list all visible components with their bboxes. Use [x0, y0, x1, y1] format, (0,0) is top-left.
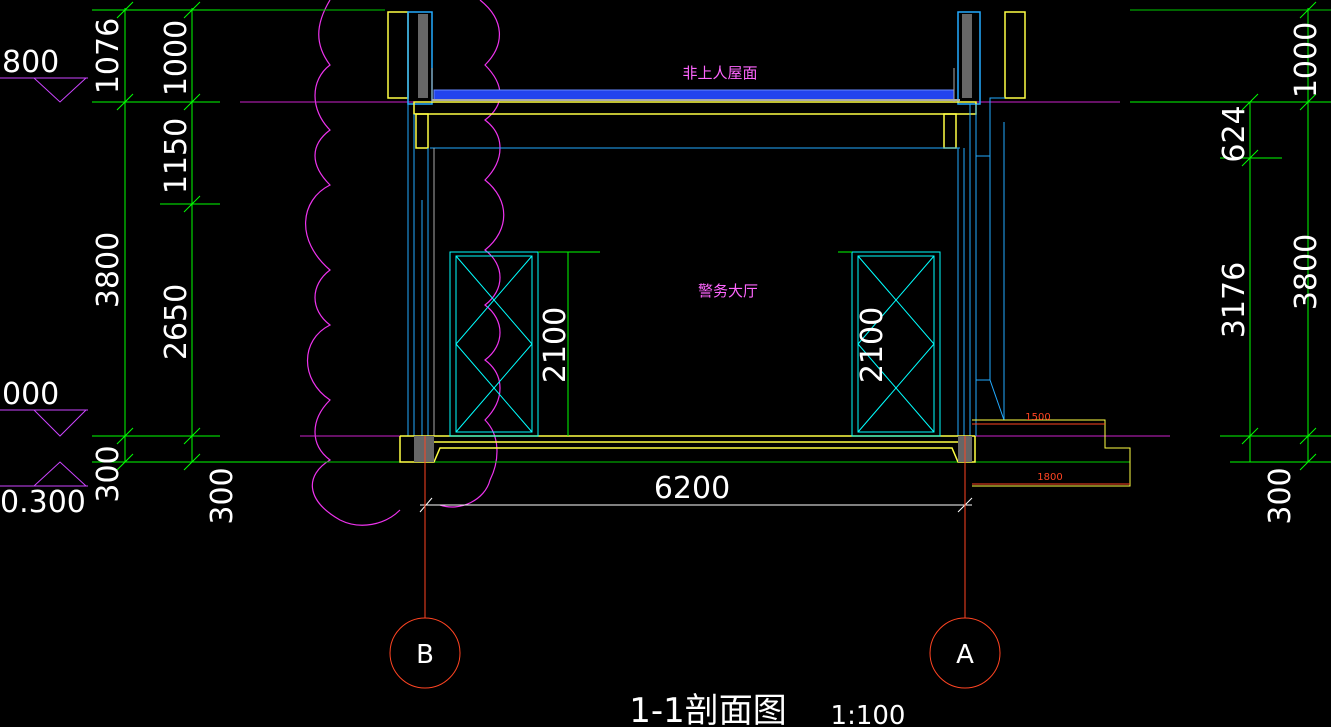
grid-axis-b: B [416, 640, 434, 670]
door-height-left: 2100 [538, 307, 573, 383]
left-dim-2650: 2650 [159, 284, 194, 360]
elevation-800: 800 [2, 45, 59, 80]
left-elevation-marks [0, 77, 88, 487]
right-dim-1000: 1000 [1289, 22, 1324, 98]
right-dim-300: 300 [1263, 467, 1298, 524]
bottom-dim-6200: 6200 [654, 471, 730, 506]
grid-axis-a: A [956, 640, 974, 670]
door-left [449, 251, 539, 437]
drawing-scale: 1:100 [831, 701, 906, 727]
left-dim-300-outer: 300 [91, 445, 126, 502]
left-dimension-chains [92, 1, 310, 471]
left-dim-3800: 3800 [91, 232, 126, 308]
grid-axis-lines [389, 436, 1001, 689]
step-dim-lines [972, 423, 1130, 485]
door-right [851, 251, 941, 437]
door-height-dims [538, 251, 852, 436]
building-section [387, 11, 1131, 487]
right-dim-3800: 3800 [1289, 234, 1324, 310]
left-dim-1000: 1000 [159, 20, 194, 96]
right-dim-624: 624 [1217, 105, 1252, 162]
hall-label: 警务大厅 [698, 282, 758, 300]
drawing-title: 1-1剖面图 [629, 691, 787, 727]
right-dim-3176: 3176 [1217, 262, 1252, 338]
right-dimension-chains [1130, 1, 1331, 471]
elevation-000: 000 [2, 377, 59, 412]
tree-outline [305, 0, 505, 526]
step-dim-1800: 1800 [1037, 472, 1062, 483]
left-dim-300-inner: 300 [205, 467, 240, 524]
door-height-right: 2100 [855, 307, 890, 383]
left-dim-1076: 1076 [91, 18, 126, 94]
step-dim-1500: 1500 [1025, 412, 1050, 423]
roof-label: 非上人屋面 [682, 64, 757, 82]
reference-lines [220, 9, 1331, 463]
elevation-0300: 0.300 [0, 485, 86, 520]
left-dim-1150: 1150 [159, 118, 194, 194]
